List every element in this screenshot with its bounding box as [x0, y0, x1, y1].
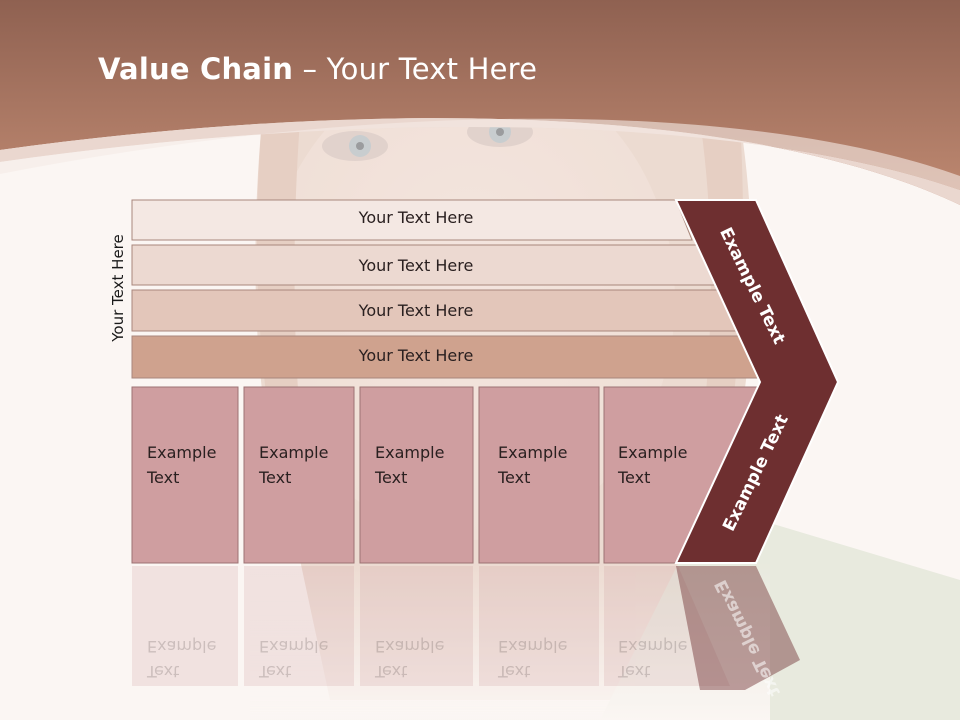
slide-title: Value Chain – Your Text Here [98, 52, 537, 86]
row-label-4: Your Text Here [358, 346, 474, 365]
column-boxes [131, 386, 761, 564]
column-box-4 [478, 386, 600, 564]
header-band [0, 0, 960, 205]
column-box-3 [359, 386, 474, 564]
row-label-3: Your Text Here [358, 301, 474, 320]
side-label: Your Text Here [109, 234, 127, 342]
column-reflections [132, 566, 730, 686]
title-rest: – Your Text Here [293, 52, 538, 86]
row-label-2: Your Text Here [358, 256, 474, 275]
row-bar-1 [131, 199, 693, 241]
column-box-1 [131, 386, 239, 564]
title-bold: Value Chain [98, 52, 294, 86]
row-label-1: Your Text Here [358, 208, 474, 227]
chevron-reflection [676, 566, 800, 690]
chevron-arrow [674, 199, 840, 564]
column-box-2 [243, 386, 355, 564]
row-bars [131, 199, 765, 379]
